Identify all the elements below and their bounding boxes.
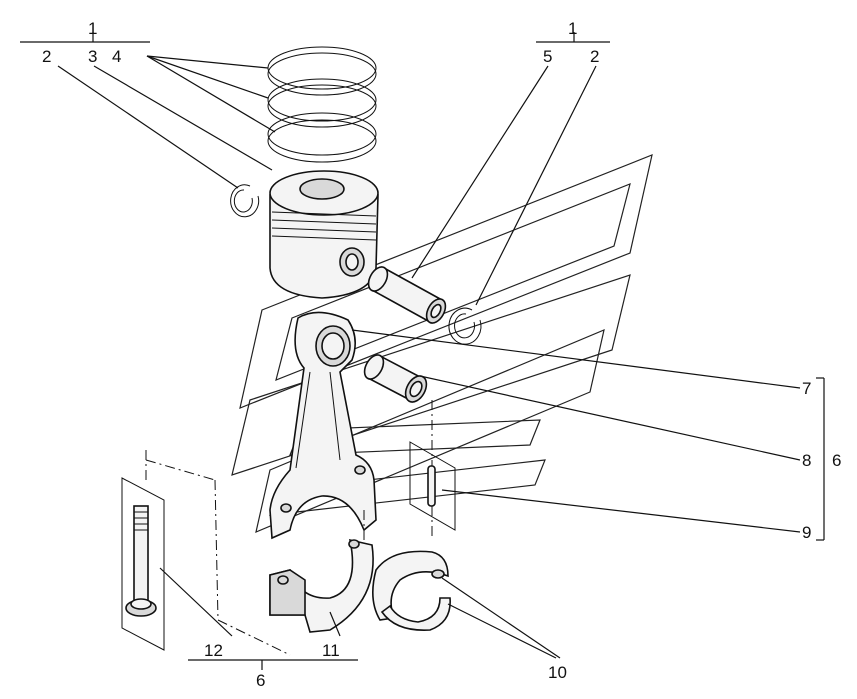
label-12: 12 [204, 641, 223, 660]
piston-icon [269, 170, 379, 299]
bushing-icon [363, 354, 428, 403]
label-10: 10 [548, 663, 567, 682]
top-left-callouts [20, 32, 276, 189]
group-label-left-1: 1 [88, 19, 97, 38]
rod-cap-icon [269, 510, 374, 633]
label-6-right: 6 [832, 451, 841, 470]
label-2-left: 2 [42, 47, 51, 66]
watermark-logo-icon [231, 154, 653, 534]
bottom-callouts [159, 567, 561, 670]
circlip-icon-right [448, 307, 482, 345]
piston-pin-icon [367, 266, 447, 324]
bolt-icon [121, 450, 291, 656]
top-right-callouts [411, 32, 610, 306]
circlip-icon [230, 184, 260, 218]
label-2-right: 2 [590, 47, 599, 66]
connecting-rod-icon [269, 311, 377, 540]
label-6-bottom: 6 [256, 671, 265, 690]
group-label-right-1: 1 [568, 19, 577, 38]
dowel-pin-icon [409, 400, 456, 540]
label-3: 3 [88, 47, 97, 66]
piston-ring-icon [267, 46, 377, 163]
label-9: 9 [802, 523, 811, 542]
rod-callouts [351, 329, 825, 541]
label-7: 7 [802, 379, 811, 398]
label-4: 4 [112, 47, 121, 66]
label-8: 8 [802, 451, 811, 470]
label-11: 11 [322, 641, 340, 660]
label-5: 5 [543, 47, 552, 66]
bearing-shell-icon [372, 550, 451, 631]
